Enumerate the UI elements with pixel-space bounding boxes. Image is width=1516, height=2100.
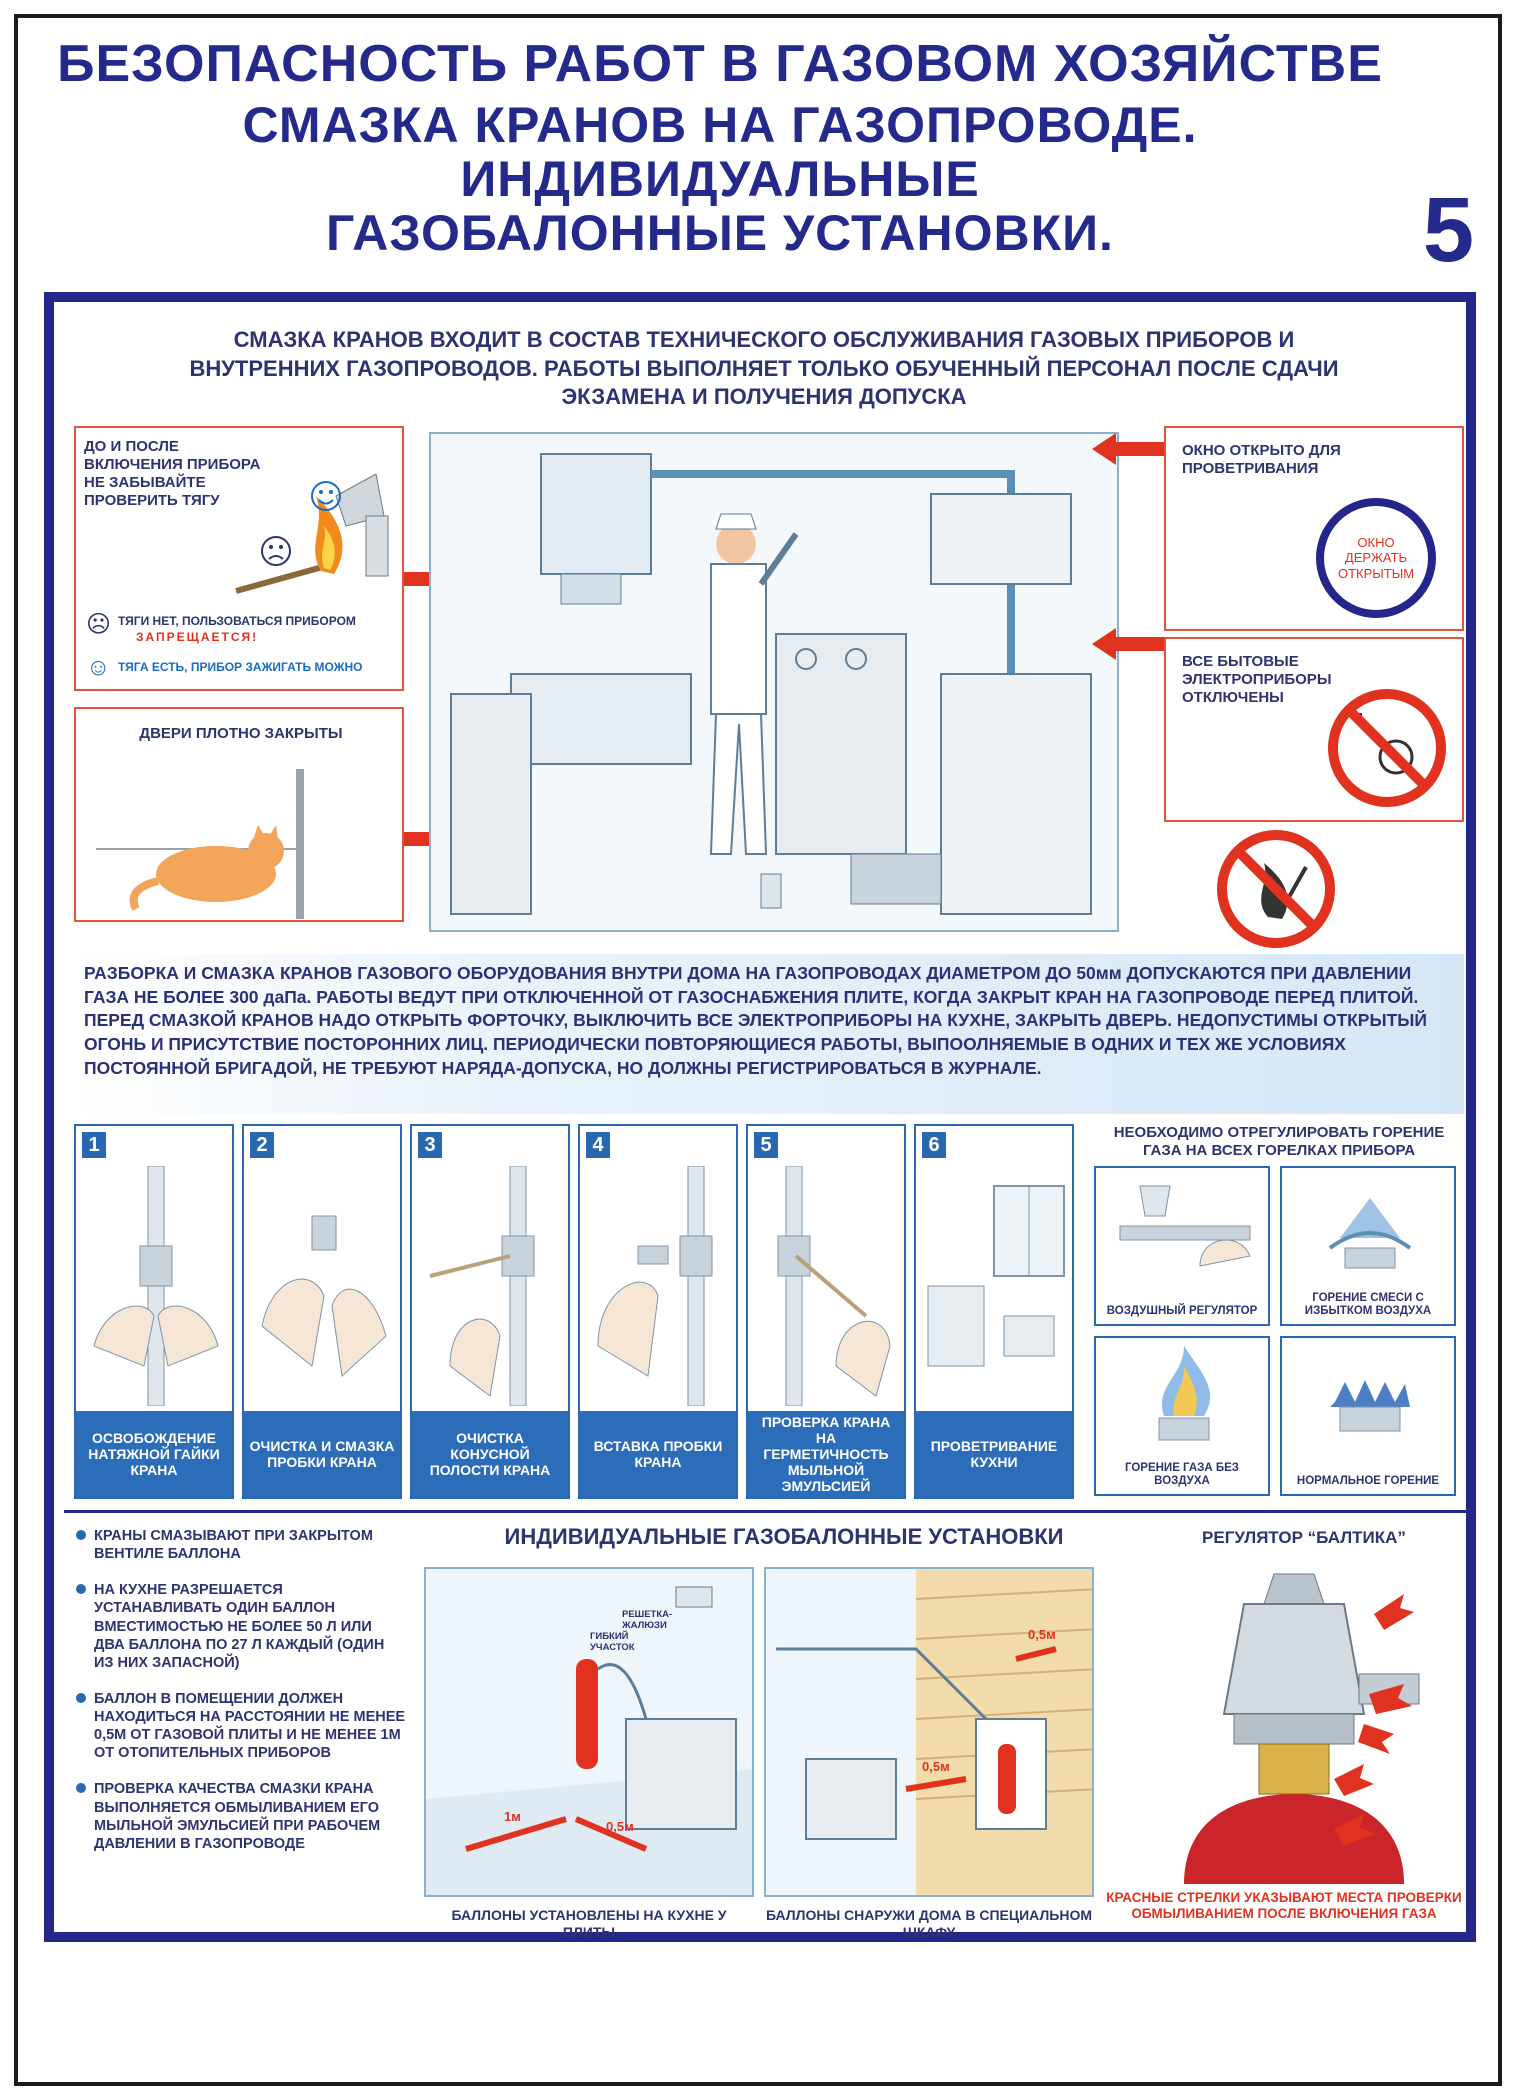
distance-1m-label: 1м [504, 1809, 521, 1824]
draft-ok-text: ТЯГА ЕСТЬ, ПРИБОР ЗАЖИГАТЬ МОЖНО [118, 660, 363, 674]
smile-face-icon: ☺ [86, 654, 111, 681]
grille-label: РЕШЕТКА-ЖАЛЮЗИ [622, 1609, 673, 1632]
no-air-flame-illustration [1158, 1346, 1211, 1441]
distance-05m-label: 0,5м [606, 1819, 634, 1834]
match-flame-illustration [235, 473, 389, 594]
step-number: 2 [250, 1132, 274, 1158]
step-4: 4 ВСТАВКА ПРОБКИ КРАНА [578, 1124, 738, 1499]
distance-05m-label-3: 0,5м [1028, 1627, 1056, 1642]
step-3-illustration [429, 1166, 535, 1406]
window-open-sign: ОКНО ДЕРЖАТЬ ОТКРЫТЫМ [1316, 498, 1436, 618]
burner-normal: НОРМАЛЬНОЕ ГОРЕНИЕ [1280, 1336, 1456, 1496]
cat-at-door-illustration [96, 769, 304, 919]
poster-title: БЕЗОПАСНОСТЬ РАБОТ В ГАЗОВОМ ХОЗЯЙСТВЕ [57, 35, 1383, 93]
main-panel: СМАЗКА КРАНОВ ВХОДИТ В СОСТАВ ТЕХНИЧЕСКО… [44, 292, 1476, 1942]
poster-subtitle-line-3: ГАЗОБАЛОННЫЕ УСТАНОВКИ. [326, 205, 1114, 262]
step-6-illustration [927, 1185, 1065, 1367]
forbidden-text: ЗАПРЕЩАЕТСЯ! [136, 630, 259, 644]
step-2-illustration [261, 1215, 387, 1378]
door-text: ДВЕРИ ПЛОТНО ЗАКРЫТЫ [139, 725, 343, 742]
step-4-illustration [597, 1166, 713, 1406]
appliances-box: ВСЕ БЫТОВЫЕ ЭЛЕКТРОПРИБОРЫ ОТКЛЮЧЕНЫ [1164, 637, 1464, 822]
step-caption: ПРОВЕТРИВАНИЕ КУХНИ [916, 1411, 1072, 1497]
step-number: 6 [922, 1132, 946, 1158]
section-divider [64, 1510, 1476, 1513]
window-text: ОКНО ОТКРЫТО ДЛЯ ПРОВЕТРИВАНИЯ [1182, 442, 1341, 477]
distance-05m-label-2: 0,5м [922, 1759, 950, 1774]
no-open-fire-icon [1217, 830, 1335, 948]
step-1: 1 ОСВОБОЖДЕНИЕ НАТЯЖНОЙ ГАЙКИ КРАНА [74, 1124, 234, 1499]
kitchen-cylinder-caption: БАЛЛОНЫ УСТАНОВЛЕНЫ НА КУХНЕ У ПЛИТЫ [451, 1907, 727, 1940]
page-frame [14, 14, 1502, 2086]
regulator-baltika-illustration [1184, 1573, 1420, 1884]
list-item: БАЛЛОН В ПОМЕЩЕНИИ ДОЛЖЕН НАХОДИТЬСЯ НА … [76, 1690, 406, 1763]
step-number: 4 [586, 1132, 610, 1158]
appliances-text: ВСЕ БЫТОВЫЕ ЭЛЕКТРОПРИБОРЫ ОТКЛЮЧЕНЫ [1182, 653, 1332, 706]
burner-caption: ГОРЕНИЕ ГАЗА БЕЗ ВОЗДУХА [1124, 1461, 1240, 1487]
list-item: КРАНЫ СМАЗЫВАЮТ ПРИ ЗАКРЫТОМ ВЕНТИЛЕ БАЛ… [76, 1527, 406, 1563]
lubrication-steps: 1 ОСВОБОЖДЕНИЕ НАТЯЖНОЙ ГАЙКИ КРАНА 2 ОЧ… [74, 1124, 1082, 1499]
draft-check-text: ДО И ПОСЛЕ ВКЛЮЧЕНИЯ ПРИБОРА НЕ ЗАБЫВАЙТ… [84, 438, 261, 509]
step-5: 5 ПРОВЕРКА КРАНА НА ГЕРМЕТИЧНОСТЬ МЫЛЬНО… [746, 1124, 906, 1499]
arrow-appliances-to-scene [1092, 628, 1164, 660]
sad-face-icon: ☹ [86, 611, 112, 638]
cylinder-rules-list: КРАНЫ СМАЗЫВАЮТ ПРИ ЗАКРЫТОМ ВЕНТИЛЕ БАЛ… [76, 1527, 406, 1871]
arrow-window-to-scene [1092, 433, 1164, 465]
step-caption: ОЧИСТКА КОНУСНОЙ ПОЛОСТИ КРАНА [412, 1411, 568, 1497]
burner-title: НЕОБХОДИМО ОТРЕГУЛИРОВАТЬ ГОРЕНИЕ ГАЗА Н… [1113, 1124, 1445, 1159]
no-electric-appliances-icon [1328, 689, 1446, 807]
burner-caption: ГОРЕНИЕ СМЕСИ С ИЗБЫТКОМ ВОЗДУХА [1304, 1291, 1432, 1317]
bullet-dot-icon [76, 1783, 86, 1794]
poster-header: БЕЗОПАСНОСТЬ РАБОТ В ГАЗОВОМ ХОЗЯЙСТВЕ С… [40, 36, 1400, 260]
kitchen-cylinder-illustration: РЕШЕТКА-ЖАЛЮЗИ ГИБКИЙ УЧАСТОК 1м 0,5м [424, 1567, 754, 1897]
step-caption: ПРОВЕРКА КРАНА НА ГЕРМЕТИЧНОСТЬ МЫЛЬНОЙ … [748, 1411, 904, 1497]
bullet-dot-icon [76, 1530, 86, 1540]
bullet-dot-icon [76, 1692, 86, 1703]
air-regulator-illustration [1119, 1185, 1251, 1267]
poster-subtitle-line-1: СМАЗКА КРАНОВ НА ГАЗОПРОВОДЕ. [242, 97, 1198, 154]
intro-text: СМАЗКА КРАНОВ ВХОДИТ В СОСТАВ ТЕХНИЧЕСКО… [189, 327, 1339, 410]
list-item: НА КУХНЕ РАЗРЕШАЕТСЯ УСТАНАВЛИВАТЬ ОДИН … [76, 1581, 406, 1672]
step-number: 3 [418, 1132, 442, 1158]
burner-caption: НОРМАЛЬНОЕ ГОРЕНИЕ [1296, 1474, 1440, 1487]
individual-installations-title: ИНДИВИДУАЛЬНЫЕ ГАЗОБАЛОННЫЕ УСТАНОВКИ [504, 1524, 1064, 1549]
list-item: ПРОВЕРКА КАЧЕСТВА СМАЗКИ КРАНА ВЫПОЛНЯЕТ… [76, 1780, 406, 1853]
draft-check-box: ДО И ПОСЛЕ ВКЛЮЧЕНИЯ ПРИБОРА НЕ ЗАБЫВАЙТ… [74, 426, 404, 691]
regulator-title: РЕГУЛЯТОР “БАЛТИКА” [1202, 1528, 1406, 1547]
step-caption: ВСТАВКА ПРОБКИ КРАНА [580, 1411, 736, 1497]
regulator-note: КРАСНЫЕ СТРЕЛКИ УКАЗЫВАЮТ МЕСТА ПРОВЕРКИ… [1106, 1890, 1462, 1922]
outside-cylinder-illustration: 0,5м 0,5м [764, 1567, 1094, 1897]
step-number: 5 [754, 1132, 778, 1158]
normal-flame-illustration [1330, 1380, 1410, 1432]
step-caption: ОСВОБОЖДЕНИЕ НАТЯЖНОЙ ГАЙКИ КРАНА [76, 1411, 232, 1497]
burner-caption: ВОЗДУШНЫЙ РЕГУЛЯТОР [1106, 1304, 1258, 1317]
burner-no-air: ГОРЕНИЕ ГАЗА БЕЗ ВОЗДУХА [1094, 1336, 1270, 1496]
door-box: ДВЕРИ ПЛОТНО ЗАКРЫТЫ [74, 707, 404, 922]
burner-excess-air: ГОРЕНИЕ СМЕСИ С ИЗБЫТКОМ ВОЗДУХА [1280, 1166, 1456, 1326]
bullet-dot-icon [76, 1584, 86, 1595]
excess-air-flame-illustration [1328, 1198, 1412, 1269]
regulations-text: РАЗБОРКА И СМАЗКА КРАНОВ ГАЗОВОГО ОБОРУД… [74, 954, 1464, 1114]
step-6: 6 ПРОВЕТРИВАНИЕ КУХНИ [914, 1124, 1074, 1499]
step-1-illustration [93, 1166, 219, 1406]
step-2: 2 ОЧИСТКА И СМАЗКА ПРОБКИ КРАНА [242, 1124, 402, 1499]
window-box: ОКНО ОТКРЫТО ДЛЯ ПРОВЕТРИВАНИЯ ОКНО ДЕРЖ… [1164, 426, 1464, 631]
poster-number: 5 [1422, 179, 1474, 281]
kitchen-scene-illustration [429, 432, 1119, 932]
step-3: 3 ОЧИСТКА КОНУСНОЙ ПОЛОСТИ КРАНА [410, 1124, 570, 1499]
burner-air-regulator: ВОЗДУШНЫЙ РЕГУЛЯТОР [1094, 1166, 1270, 1326]
outside-cylinder-caption: БАЛЛОНЫ СНАРУЖИ ДОМА В СПЕЦИАЛЬНОМ ШКАФУ [765, 1907, 1092, 1940]
flex-hose-label: ГИБКИЙ УЧАСТОК [590, 1631, 635, 1654]
step-5-illustration [777, 1166, 891, 1406]
step-caption: ОЧИСТКА И СМАЗКА ПРОБКИ КРАНА [244, 1411, 400, 1497]
poster-subtitle-line-2: ИНДИВИДУАЛЬНЫЕ [460, 151, 980, 208]
no-draft-text: ТЯГИ НЕТ, ПОЛЬЗОВАТЬСЯ ПРИБОРОМ [118, 614, 356, 628]
burner-adjustment: НЕОБХОДИМО ОТРЕГУЛИРОВАТЬ ГОРЕНИЕ ГАЗА Н… [1094, 1124, 1464, 1499]
step-number: 1 [82, 1132, 106, 1158]
